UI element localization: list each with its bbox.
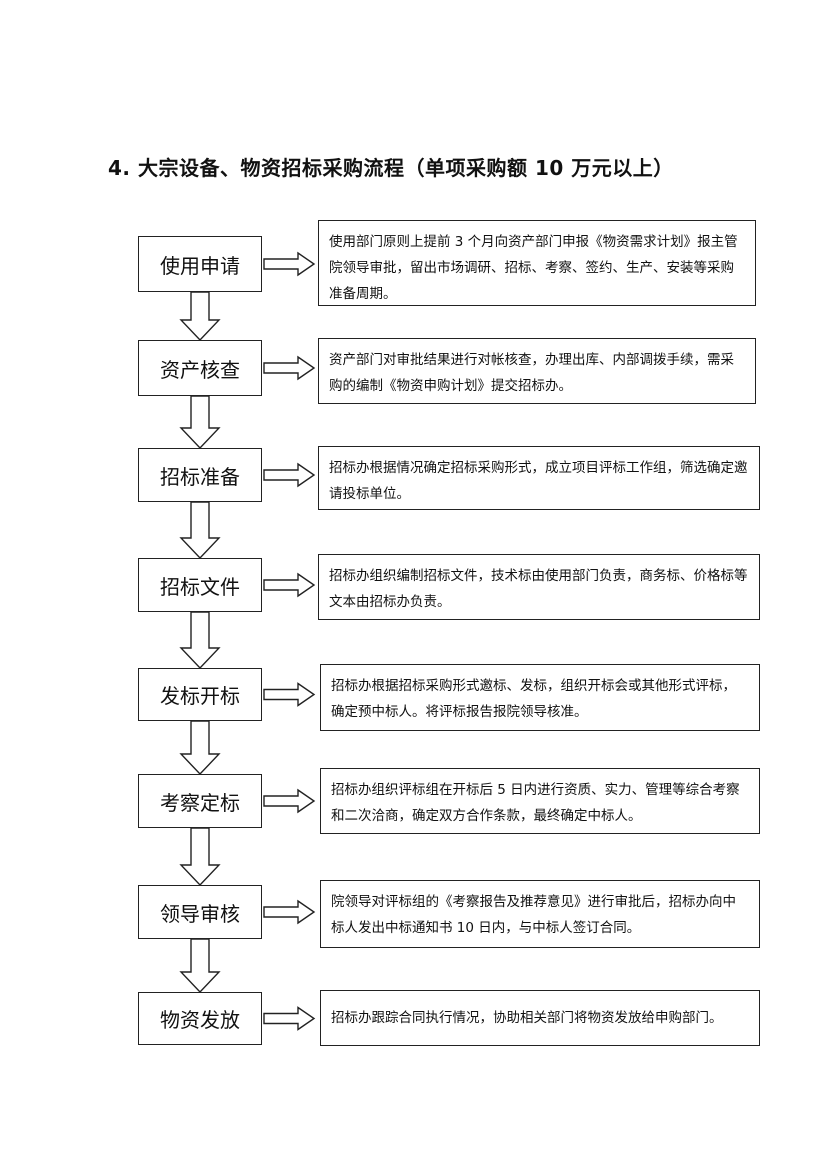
- step-label-3: 招标准备: [160, 464, 240, 489]
- step-label-7: 领导审核: [160, 901, 240, 926]
- desc-box-4: 招标办组织编制招标文件，技术标由使用部门负责，商务标、价格标等文本由招标办负责。: [318, 554, 760, 620]
- step-box-6: 考察定标: [138, 774, 262, 828]
- down-arrow-4: [179, 611, 221, 670]
- step-box-5: 发标开标: [138, 668, 262, 721]
- right-arrow-8: [263, 1006, 316, 1031]
- right-arrow-4: [263, 572, 316, 598]
- step-label-4: 招标文件: [160, 574, 240, 599]
- desc-text-1: 使用部门原则上提前 3 个月向资产部门申报《物资需求计划》报主管院领导审批，留出…: [329, 234, 738, 302]
- desc-box-5: 招标办根据招标采购形式邀标、发标，组织开标会或其他形式评标，确定预中标人。将评标…: [320, 664, 760, 731]
- right-arrow-1: [263, 251, 316, 277]
- step-label-2: 资产核查: [160, 357, 240, 382]
- desc-text-6: 招标办组织评标组在开标后 5 日内进行资质、实力、管理等综合考察和二次洽商，确定…: [331, 782, 740, 824]
- right-arrow-6: [263, 788, 316, 814]
- desc-text-3: 招标办根据情况确定招标采购形式，成立项目评标工作组，筛选确定邀请投标单位。: [329, 460, 748, 502]
- right-arrow-5: [263, 682, 316, 707]
- right-arrow-7: [263, 899, 316, 925]
- right-arrow-3: [263, 462, 316, 488]
- desc-box-7: 院领导对评标组的《考察报告及推荐意见》进行审批后，招标办向中标人发出中标通知书 …: [320, 880, 760, 948]
- desc-box-6: 招标办组织评标组在开标后 5 日内进行资质、实力、管理等综合考察和二次洽商，确定…: [320, 768, 760, 834]
- step-label-6: 考察定标: [160, 790, 240, 815]
- step-box-2: 资产核查: [138, 340, 262, 396]
- desc-text-8: 招标办跟踪合同执行情况，协助相关部门将物资发放给申购部门。: [331, 1010, 723, 1026]
- desc-text-5: 招标办根据招标采购形式邀标、发标，组织开标会或其他形式评标，确定预中标人。将评标…: [331, 678, 736, 720]
- step-box-1: 使用申请: [138, 236, 262, 292]
- down-arrow-3: [179, 501, 221, 560]
- step-label-5: 发标开标: [160, 684, 240, 708]
- right-arrow-2: [263, 355, 316, 381]
- down-arrow-1: [179, 291, 221, 342]
- desc-box-1: 使用部门原则上提前 3 个月向资产部门申报《物资需求计划》报主管院领导审批，留出…: [318, 220, 756, 306]
- step-box-7: 领导审核: [138, 885, 262, 939]
- down-arrow-7: [179, 938, 221, 994]
- down-arrow-2: [179, 395, 221, 450]
- desc-text-2: 资产部门对审批结果进行对帐核查，办理出库、内部调拨手续，需采购的编制《物资申购计…: [329, 352, 734, 394]
- step-label-8: 物资发放: [160, 1008, 240, 1032]
- desc-text-7: 院领导对评标组的《考察报告及推荐意见》进行审批后，招标办向中标人发出中标通知书 …: [331, 894, 736, 936]
- desc-box-2: 资产部门对审批结果进行对帐核查，办理出库、内部调拨手续，需采购的编制《物资申购计…: [318, 338, 756, 404]
- step-box-8: 物资发放: [138, 992, 262, 1045]
- down-arrow-5: [179, 720, 221, 776]
- step-box-4: 招标文件: [138, 558, 262, 612]
- step-box-3: 招标准备: [138, 448, 262, 502]
- down-arrow-6: [179, 827, 221, 887]
- desc-box-3: 招标办根据情况确定招标采购形式，成立项目评标工作组，筛选确定邀请投标单位。: [318, 446, 760, 510]
- desc-box-8: 招标办跟踪合同执行情况，协助相关部门将物资发放给申购部门。: [320, 990, 760, 1046]
- desc-text-4: 招标办组织编制招标文件，技术标由使用部门负责，商务标、价格标等文本由招标办负责。: [329, 568, 748, 610]
- step-label-1: 使用申请: [160, 253, 240, 278]
- page-title: 4. 大宗设备、物资招标采购流程（单项采购额 10 万元以上）: [108, 156, 674, 180]
